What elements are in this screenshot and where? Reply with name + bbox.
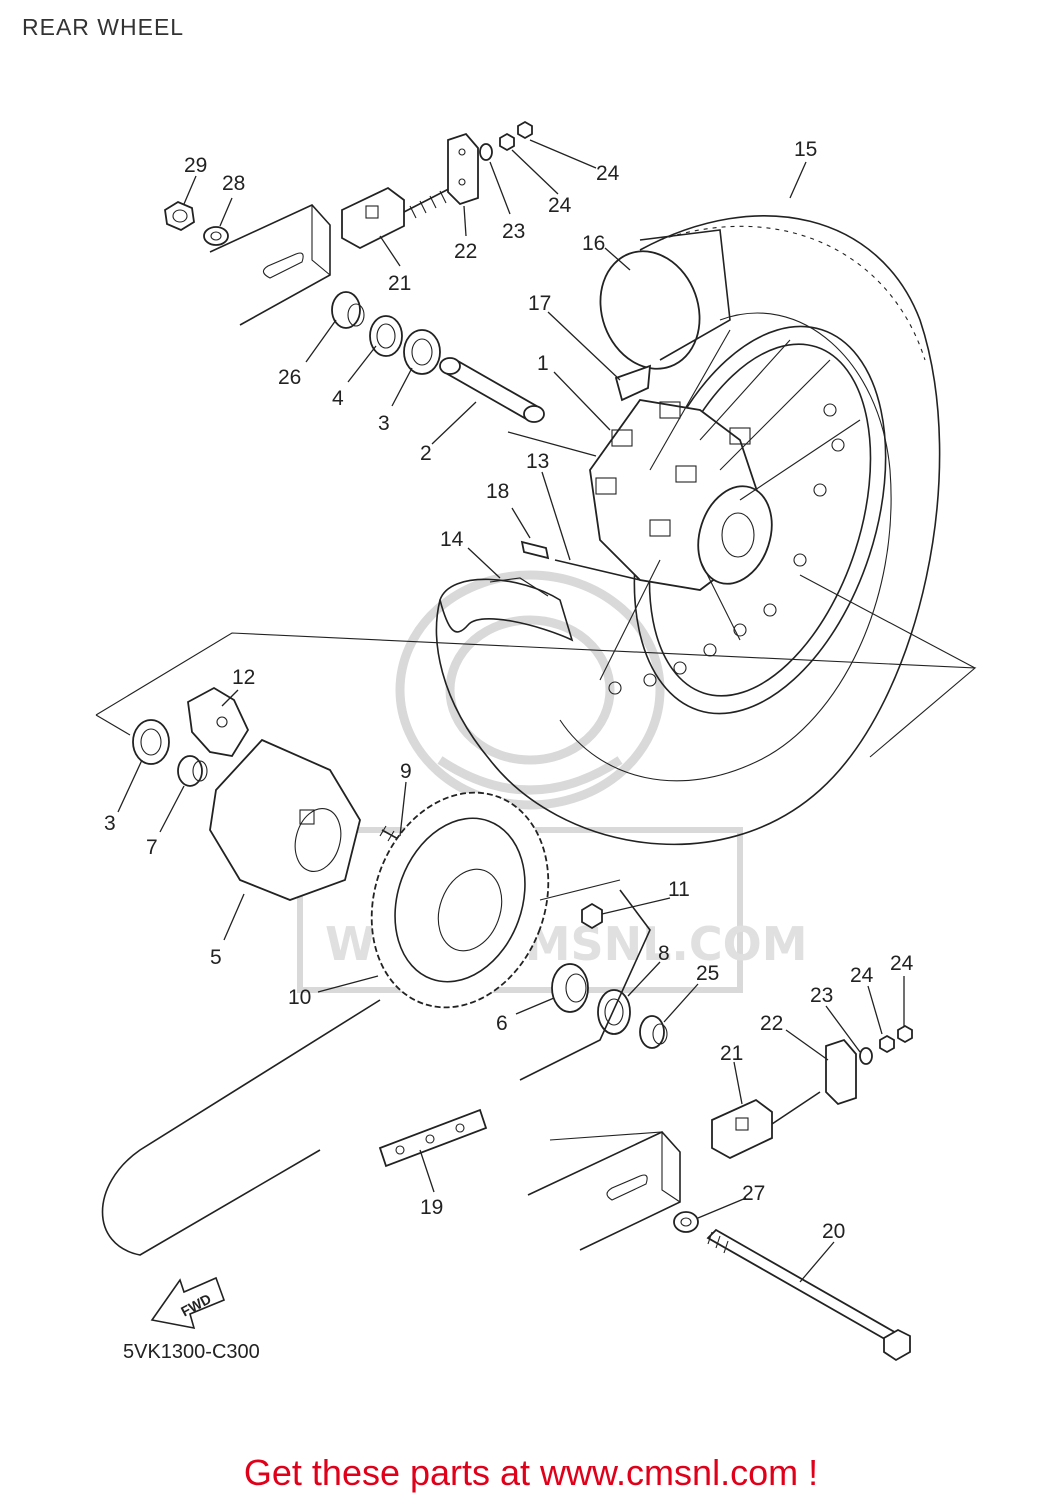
callout-4: 4 [332,387,344,410]
bearing-3-lower [132,719,170,765]
callout-3: 3 [104,812,116,835]
washer-23-top [479,143,493,161]
callout-8: 8 [658,942,670,965]
callout-10: 10 [288,986,311,1009]
washer-23-bottom [859,1047,873,1065]
spoke-13 [554,559,641,581]
callout-2: 2 [420,442,432,465]
rear-tire-15 [435,215,941,846]
callout-14: 14 [440,528,464,551]
nut-24-top-b [517,120,533,140]
callout-6: 6 [496,1012,508,1035]
page-title: REAR WHEEL [22,14,185,40]
rim-tape-16 [599,229,731,370]
chain-adjuster-21-bottom [711,1091,821,1160]
nut-11 [581,902,603,930]
callout-1: 1 [537,352,549,375]
hub-1 [589,399,773,591]
nut-29 [164,200,195,232]
collar-26 [331,291,365,329]
swingarm-left [209,204,331,326]
callout-23: 23 [502,220,525,243]
callout-26: 26 [278,366,301,389]
nut-24-bottom-b [897,1024,913,1044]
callout-15: 15 [794,138,817,161]
washer-27 [673,1211,699,1233]
assembly-guide-left [95,714,131,736]
nut-24-bottom-a [879,1034,895,1054]
callout-18: 18 [486,480,509,503]
callout-9: 9 [400,760,412,783]
rim-band-17 [614,364,652,402]
watermark-logo [297,570,743,993]
callout-5: 5 [210,946,222,969]
callout-7: 7 [146,836,158,859]
collar-7 [177,755,208,787]
swingarm-right [527,1131,681,1251]
plate-22-top [447,132,479,206]
callout-29: 29 [184,154,207,177]
oil-seal-8 [597,989,631,1035]
axle-20 [706,1228,911,1362]
callout-12: 12 [232,666,255,689]
chain-joint-19 [378,1108,488,1168]
bearing-3-top [403,329,441,375]
callout-21: 21 [720,1042,743,1065]
callout-21: 21 [388,272,411,295]
callout-19: 19 [420,1196,443,1219]
callout-24: 24 [548,194,572,217]
bearing-6 [551,963,589,1013]
leader-lines [117,139,905,1283]
callout-27: 27 [742,1182,765,1205]
washer-28 [203,226,229,246]
cta-link[interactable]: Get these parts at www.cmsnl.com ! [243,1452,819,1493]
driven-sprocket-10 [370,791,550,1009]
drive-chain [101,879,651,1256]
callout-25: 25 [696,962,719,985]
nipple-18 [520,540,550,560]
callout-3: 3 [378,412,390,435]
callout-20: 20 [822,1220,845,1243]
callout-numbers: 29 28 21 22 23 24 24 15 16 17 26 4 3 1 2… [104,138,914,1243]
callout-17: 17 [528,292,551,315]
callout-13: 13 [526,450,549,473]
diagram-code: 5VK1300-C300 [123,1341,260,1363]
callout-22: 22 [760,1012,783,1035]
callout-11: 11 [668,878,690,901]
forward-arrow-icon [150,1276,226,1330]
callout-24: 24 [890,952,914,975]
oil-seal-4 [369,315,403,357]
damper-12 [187,686,250,757]
callout-16: 16 [582,232,605,255]
nut-24-top-a [499,132,515,152]
spacer-2 [439,357,545,423]
axle-guide-line [799,574,976,669]
callout-22: 22 [454,240,477,263]
callout-24: 24 [596,162,620,185]
collar-25 [639,1015,668,1049]
inner-tube-14 [439,577,574,642]
callout-23: 23 [810,984,833,1007]
spokes [599,329,861,681]
sprocket-hub-5 [209,738,361,901]
assembly-guide-right [95,632,977,758]
callout-28: 28 [222,172,245,195]
callout-24: 24 [850,964,874,987]
plate-22-bottom [825,1038,857,1106]
